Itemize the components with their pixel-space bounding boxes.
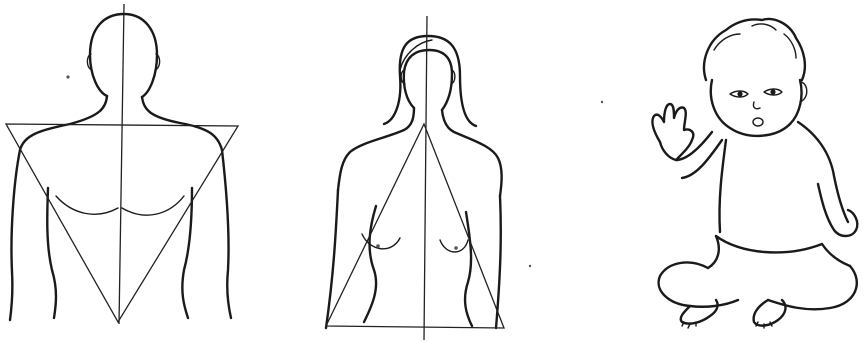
male-arm-left-inner bbox=[47, 188, 56, 318]
female-nipple-right bbox=[454, 246, 458, 250]
male-neck-left bbox=[20, 96, 107, 150]
male-center-line bbox=[119, 4, 124, 324]
female-neck-shoulder-left bbox=[338, 108, 414, 190]
baby-pupil-right bbox=[770, 89, 775, 94]
ink-speck bbox=[601, 101, 603, 103]
male-pec-left bbox=[56, 196, 118, 214]
baby-foot-left bbox=[681, 300, 718, 324]
baby-diaper bbox=[708, 236, 850, 268]
female-nipple-left bbox=[376, 244, 380, 248]
female-waist-right bbox=[465, 212, 472, 326]
male-neck-right bbox=[142, 97, 222, 150]
baby-leg-left bbox=[659, 262, 738, 306]
ink-speck bbox=[529, 265, 531, 267]
female-body-triangle bbox=[326, 124, 504, 328]
female-breast-right bbox=[440, 240, 468, 252]
baby-nose bbox=[753, 102, 760, 109]
female-waist-left bbox=[364, 206, 376, 322]
baby-body-left bbox=[719, 140, 726, 232]
baby-hand-waving bbox=[652, 104, 693, 160]
baby-arm-left bbox=[660, 132, 722, 178]
female-center-line bbox=[424, 16, 427, 340]
baby-pupil-left bbox=[737, 91, 742, 96]
female-arm-left-outer bbox=[326, 190, 338, 328]
male-arm-right-inner bbox=[182, 188, 192, 318]
female-face bbox=[404, 50, 452, 110]
baby-leg-right bbox=[768, 266, 857, 309]
baby-figure bbox=[652, 19, 857, 328]
male-torso-figure bbox=[6, 4, 238, 324]
male-arm-left-outer bbox=[10, 150, 20, 320]
male-pec-right bbox=[122, 196, 184, 215]
baby-mouth bbox=[753, 118, 763, 126]
female-torso-figure bbox=[326, 16, 504, 340]
male-arm-right-outer bbox=[222, 150, 231, 318]
baby-face bbox=[711, 80, 802, 136]
ink-speck bbox=[66, 75, 69, 78]
baby-hair bbox=[704, 19, 805, 80]
